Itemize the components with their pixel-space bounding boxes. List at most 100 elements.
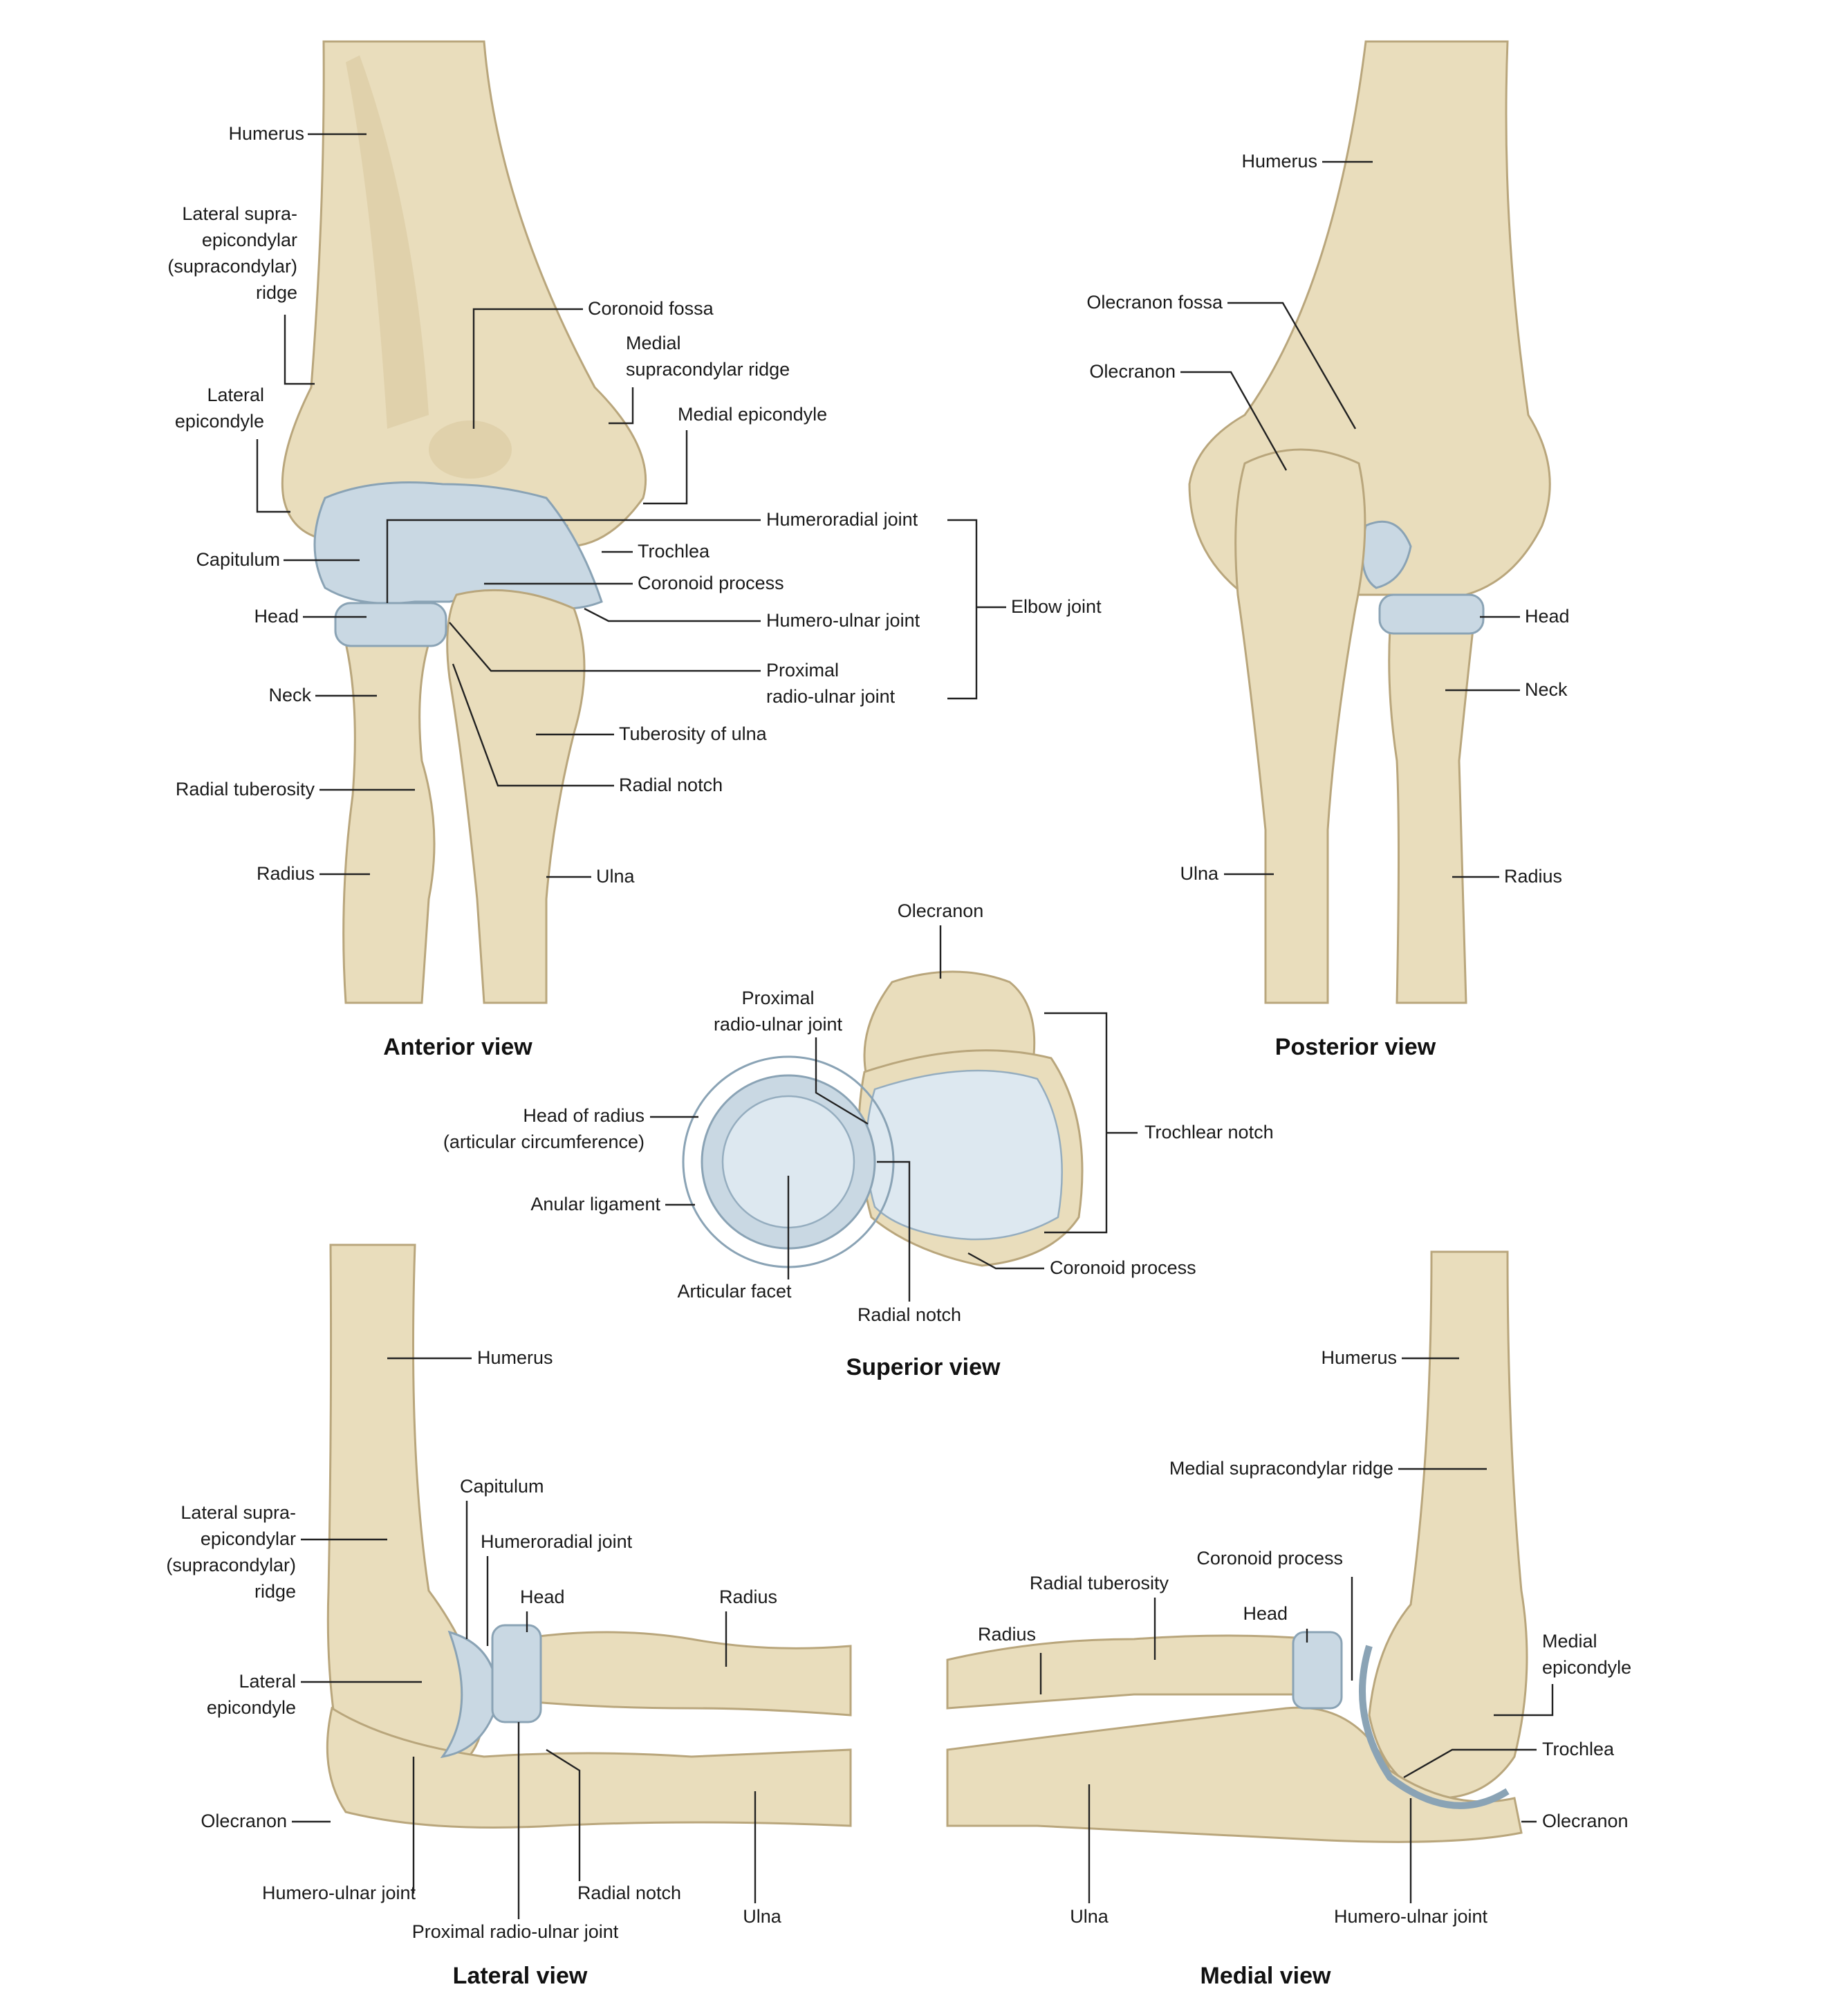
medial-view-illustration bbox=[946, 1250, 1528, 1843]
label-anterior-humero-ulnar-joint: Humero-ulnar joint bbox=[766, 610, 920, 631]
label-trochlear-notch: Trochlear notch bbox=[1144, 1122, 1274, 1143]
coronoid-fossa-shape bbox=[429, 420, 512, 479]
label-posterior-neck: Neck bbox=[1525, 679, 1568, 700]
superior-view-illustration bbox=[682, 970, 1084, 1268]
label-articular-facet: Articular facet bbox=[677, 1281, 792, 1302]
title-medial-view: Medial view bbox=[1200, 1963, 1332, 1989]
label-anterior-proximal-ru-2: radio-ulnar joint bbox=[766, 686, 896, 707]
label-head-of-radius-2: (articular circumference) bbox=[443, 1131, 645, 1152]
label-superior-proximal-ru-2: radio-ulnar joint bbox=[714, 1014, 843, 1035]
label-posterior-radius: Radius bbox=[1504, 866, 1562, 887]
label-medial-head: Head bbox=[1243, 1603, 1288, 1624]
label-posterior-humerus: Humerus bbox=[1241, 151, 1317, 172]
title-superior-view: Superior view bbox=[846, 1354, 1001, 1380]
label-lateral-olecranon: Olecranon bbox=[201, 1811, 287, 1831]
label-medial-olecranon: Olecranon bbox=[1542, 1811, 1629, 1831]
label-posterior-olecranon: Olecranon bbox=[1089, 361, 1176, 382]
anterior-view-illustration bbox=[281, 40, 647, 1004]
lateral-capitulum-cartilage bbox=[440, 1630, 499, 1759]
label-elbow-joint: Elbow joint bbox=[1011, 596, 1102, 617]
label-head-of-radius-1: Head of radius bbox=[523, 1105, 645, 1126]
title-lateral-view: Lateral view bbox=[453, 1963, 588, 1989]
medial-humerus-bone bbox=[1368, 1250, 1528, 1800]
lateral-view-illustration bbox=[326, 1243, 852, 1829]
label-anterior-trochlea: Trochlea bbox=[638, 541, 710, 562]
label-medial-radius: Radius bbox=[978, 1624, 1036, 1645]
label-medial-ulna: Ulna bbox=[1070, 1906, 1109, 1927]
label-anterior-lateral-ridge-3: (supracondylar) bbox=[167, 256, 297, 277]
label-medial-humerus: Humerus bbox=[1321, 1347, 1397, 1368]
label-lateral-ridge-3: (supracondylar) bbox=[166, 1555, 296, 1575]
label-superior-olecranon: Olecranon bbox=[898, 900, 984, 921]
label-anterior-humerus: Humerus bbox=[228, 123, 304, 144]
title-anterior-view: Anterior view bbox=[383, 1034, 532, 1060]
label-anterior-medial-epicondyle: Medial epicondyle bbox=[678, 404, 827, 425]
label-anterior-neck: Neck bbox=[268, 685, 311, 705]
label-anterior-radial-tuberosity: Radial tuberosity bbox=[176, 779, 315, 799]
label-lateral-epicondyle-2: epicondyle bbox=[207, 1697, 296, 1718]
lateral-radial-head-cartilage bbox=[491, 1624, 542, 1723]
label-lateral-head: Head bbox=[520, 1587, 565, 1607]
medial-radius-bone bbox=[946, 1634, 1315, 1710]
label-lateral-radius: Radius bbox=[719, 1587, 777, 1607]
label-posterior-head: Head bbox=[1525, 606, 1570, 627]
medial-labels: Humerus Medial supracondylar ridge Coron… bbox=[978, 1347, 1631, 1989]
label-lateral-ridge-4: ridge bbox=[254, 1581, 296, 1602]
anterior-trochlea-capitulum-cartilage bbox=[313, 481, 603, 610]
label-lateral-ridge-2: epicondylar bbox=[201, 1528, 296, 1549]
label-medial-epicondyle-2: epicondyle bbox=[1542, 1657, 1631, 1678]
label-lateral-humerus: Humerus bbox=[477, 1347, 553, 1368]
label-tuberosity-of-ulna: Tuberosity of ulna bbox=[619, 723, 768, 744]
label-anterior-radius: Radius bbox=[257, 863, 315, 884]
medial-radial-head-cartilage bbox=[1292, 1631, 1343, 1710]
posterior-radius-bone bbox=[1388, 628, 1474, 1004]
label-anterior-lateral-ridge-4: ridge bbox=[256, 282, 297, 303]
label-medial-radial-tuberosity: Radial tuberosity bbox=[1030, 1573, 1169, 1593]
lateral-radius-bone bbox=[517, 1631, 852, 1717]
lateral-humerus-bone bbox=[326, 1243, 485, 1779]
anterior-ulna-bone bbox=[446, 589, 586, 1004]
label-capitulum: Capitulum bbox=[196, 549, 280, 570]
posterior-view-illustration bbox=[1188, 40, 1551, 1004]
superior-labels: Olecranon Proximal radio-ulnar joint Hea… bbox=[443, 900, 1274, 1380]
posterior-ulna-bone bbox=[1234, 448, 1366, 1004]
label-anterior-ulna: Ulna bbox=[596, 866, 636, 887]
label-lateral-humeroradial-joint: Humeroradial joint bbox=[481, 1531, 633, 1552]
label-anterior-head: Head bbox=[254, 606, 299, 627]
label-superior-radial-notch: Radial notch bbox=[857, 1304, 961, 1325]
label-olecranon-fossa: Olecranon fossa bbox=[1086, 292, 1223, 313]
label-anterior-lateral-epicondyle-1: Lateral bbox=[207, 385, 264, 405]
title-posterior-view: Posterior view bbox=[1275, 1034, 1436, 1060]
posterior-radial-head-cartilage bbox=[1378, 593, 1485, 635]
anterior-radial-head-cartilage bbox=[334, 602, 447, 647]
label-lateral-radial-notch: Radial notch bbox=[577, 1883, 681, 1903]
label-lateral-epicondyle-1: Lateral bbox=[239, 1671, 296, 1692]
anterior-humerus-shading bbox=[346, 55, 429, 429]
label-superior-coronoid-process: Coronoid process bbox=[1050, 1257, 1196, 1278]
label-coronoid-fossa: Coronoid fossa bbox=[588, 298, 714, 319]
label-lateral-humero-ulnar-joint: Humero-ulnar joint bbox=[262, 1883, 416, 1903]
medial-trochlea-cartilage bbox=[1359, 1645, 1510, 1809]
label-anterior-coronoid-process: Coronoid process bbox=[638, 573, 784, 593]
superior-trochlear-notch-cartilage bbox=[865, 1069, 1063, 1241]
label-anterior-radial-notch: Radial notch bbox=[619, 775, 723, 795]
posterior-labels: Humerus Olecranon fossa Olecranon Head N… bbox=[1086, 151, 1569, 1060]
label-anular-ligament: Anular ligament bbox=[530, 1194, 660, 1214]
lateral-ulna-bone bbox=[326, 1706, 852, 1829]
label-medial-humero-ulnar-joint: Humero-ulnar joint bbox=[1334, 1906, 1488, 1927]
label-anterior-lateral-ridge-2: epicondylar bbox=[202, 230, 297, 250]
label-medial-supracondylar-ridge: Medial supracondylar ridge bbox=[1169, 1458, 1393, 1479]
label-medial-trochlea: Trochlea bbox=[1542, 1739, 1615, 1759]
label-anterior-lateral-ridge-1: Lateral supra- bbox=[182, 203, 297, 224]
label-anterior-humeroradial-joint: Humeroradial joint bbox=[766, 509, 918, 530]
anterior-labels: Humerus Lateral supra- epicondylar (supr… bbox=[167, 123, 1102, 1060]
label-medial-coronoid-process: Coronoid process bbox=[1196, 1548, 1343, 1569]
label-lateral-ridge-1: Lateral supra- bbox=[180, 1502, 296, 1523]
lateral-labels: Humerus Capitulum Lateral supra- epicond… bbox=[166, 1347, 781, 1989]
label-lateral-proximal-ru-joint: Proximal radio-ulnar joint bbox=[412, 1921, 619, 1942]
label-anterior-medial-ridge-2: supracondylar ridge bbox=[626, 359, 790, 380]
label-anterior-lateral-epicondyle-2: epicondyle bbox=[175, 411, 264, 432]
anterior-radius-bone bbox=[342, 642, 436, 1004]
label-medial-epicondyle-1: Medial bbox=[1542, 1631, 1597, 1652]
